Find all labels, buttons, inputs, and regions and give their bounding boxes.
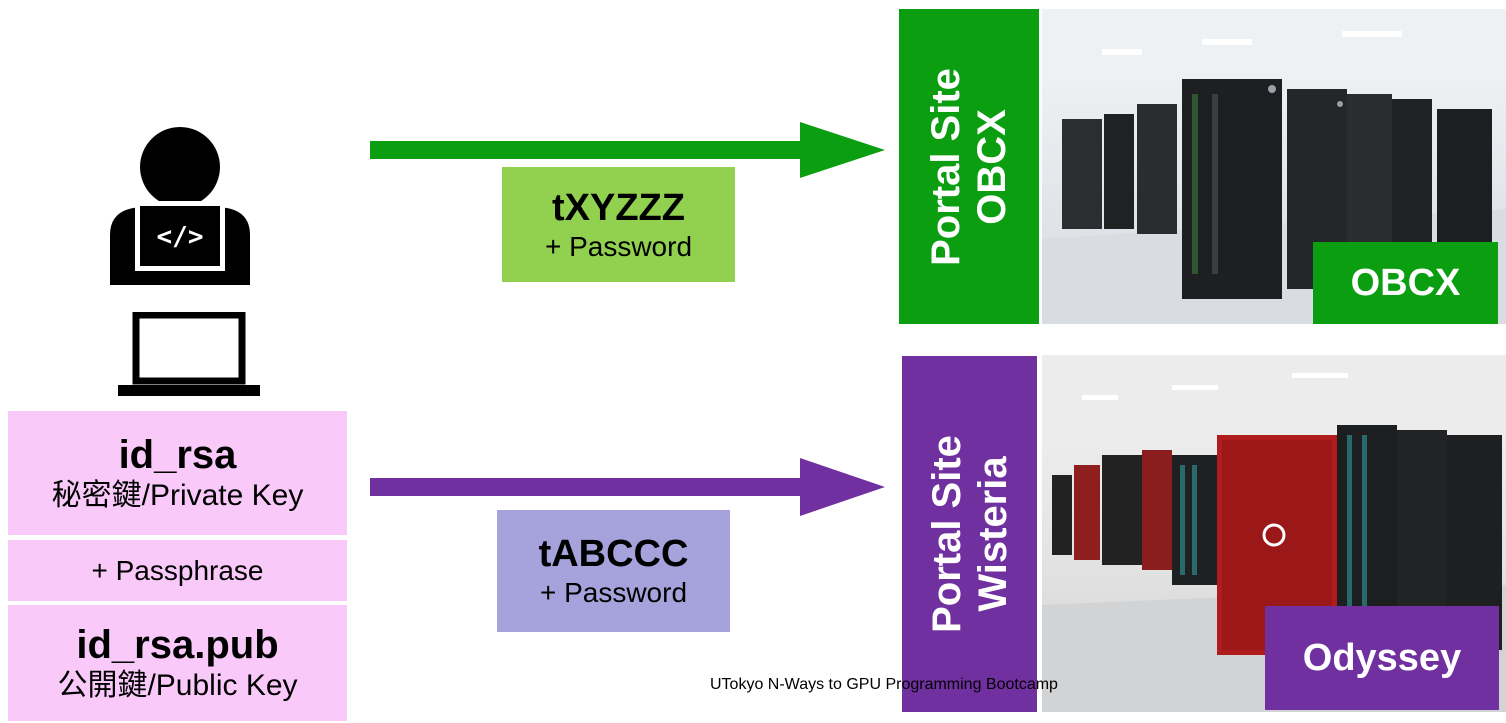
portal-wisteria-line1: Portal Site — [924, 435, 969, 633]
wisteria-credentials: tABCCC + Password — [497, 510, 730, 632]
laptop-icon — [118, 312, 260, 396]
obcx-user-id: tXYZZZ — [552, 186, 685, 229]
passphrase-box: + Passphrase — [8, 540, 347, 601]
portal-obcx-line1: Portal Site — [924, 67, 968, 266]
svg-text:</>: </> — [157, 222, 204, 252]
portal-site-obcx: Portal Site OBCX — [899, 9, 1039, 324]
obcx-credentials: tXYZZZ + Password — [502, 167, 735, 282]
obcx-arrow — [370, 122, 885, 178]
private-key-name: id_rsa — [118, 433, 237, 477]
wisteria-user-id: tABCCC — [538, 533, 689, 575]
obcx-machine-label: OBCX — [1313, 242, 1498, 324]
public-key-name: id_rsa.pub — [76, 623, 279, 667]
wisteria-auth-method: + Password — [539, 577, 688, 608]
odyssey-machine-label: Odyssey — [1265, 606, 1499, 710]
portal-site-wisteria: Portal Site Wisteria — [902, 356, 1037, 712]
public-key-label: 公開鍵/Public Key — [57, 669, 298, 702]
private-key-box: id_rsa 秘密鍵/Private Key — [8, 411, 347, 535]
developer-icon: </> — [110, 127, 250, 285]
footer-text: UTokyo N-Ways to GPU Programming Bootcam… — [710, 676, 1058, 693]
portal-wisteria-line2: Wisteria — [970, 456, 1015, 612]
obcx-auth-method: + Password — [544, 230, 693, 262]
public-key-box: id_rsa.pub 公開鍵/Public Key — [8, 605, 347, 721]
private-key-label: 秘密鍵/Private Key — [51, 479, 304, 512]
portal-obcx-line2: OBCX — [970, 108, 1014, 225]
passphrase-label: + Passphrase — [91, 554, 264, 586]
wisteria-arrow — [370, 458, 885, 516]
